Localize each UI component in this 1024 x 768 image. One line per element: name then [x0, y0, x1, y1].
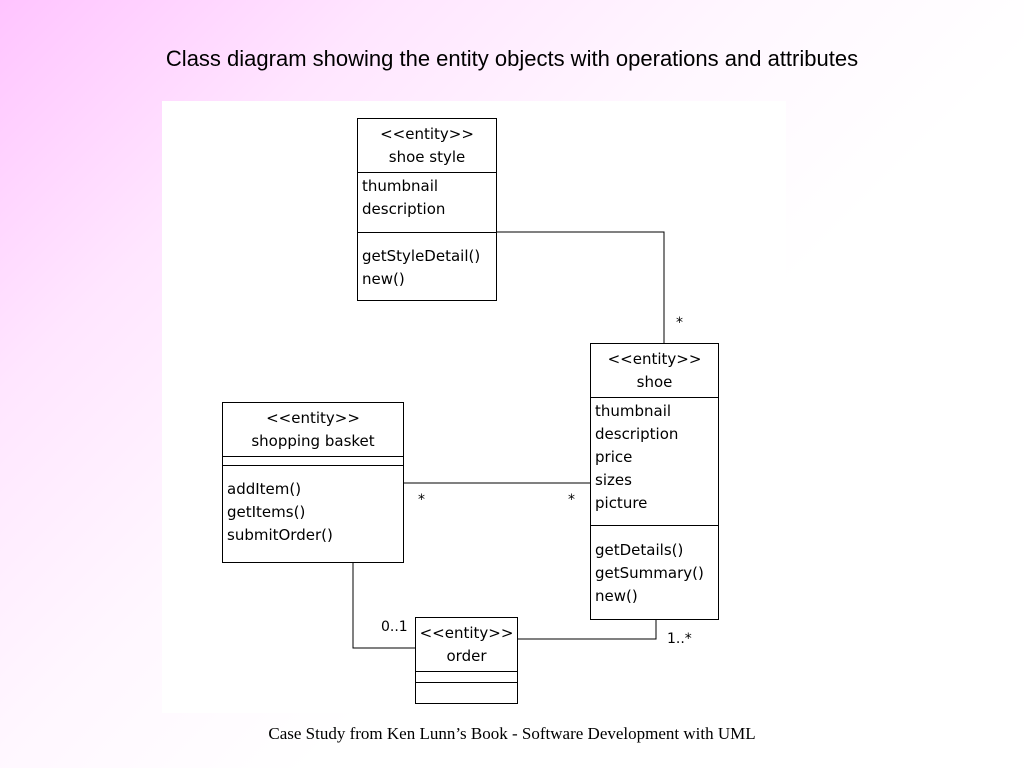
association-order-shoe	[517, 620, 657, 640]
stereotype-label: <<entity>>	[266, 409, 360, 427]
operation-section: getDetails() getSummary() new()	[591, 525, 718, 608]
slide-footer: Case Study from Ken Lunn’s Book - Softwa…	[268, 724, 756, 743]
multiplicity-basket-end: *	[418, 492, 425, 508]
attribute-section: thumbnail description price sizes pictur…	[591, 397, 718, 525]
association-basket-order	[352, 563, 415, 649]
class-name: shoe style	[388, 148, 466, 166]
class-header: <<entity>> order	[416, 618, 517, 671]
class-shopping-basket[interactable]: <<entity>> shopping basket addItem() get…	[222, 402, 404, 563]
stereotype-label: <<entity>>	[607, 350, 702, 368]
attribute-section	[223, 456, 403, 465]
operation: getStyleDetail()	[362, 247, 481, 265]
attribute: picture	[595, 494, 648, 512]
class-name: shopping basket	[251, 432, 375, 450]
operation: new()	[595, 587, 638, 605]
stereotype-label: <<entity>>	[419, 624, 514, 642]
class-header: <<entity>> shopping basket	[223, 403, 403, 456]
association-lines	[352, 231, 665, 649]
attribute-section: thumbnail description	[358, 172, 496, 232]
operation-section: getStyleDetail() new()	[358, 232, 496, 291]
attribute-section	[416, 671, 517, 682]
multiplicity-order-basket-end: 0..1	[381, 619, 408, 635]
class-shoe[interactable]: <<entity>> shoe thumbnail description pr…	[590, 343, 719, 620]
stereotype-label: <<entity>>	[380, 125, 474, 143]
operation-section: addItem() getItems() submitOrder()	[223, 465, 403, 547]
class-name: shoe	[636, 373, 673, 391]
operation: addItem()	[227, 480, 302, 498]
operation: getDetails()	[595, 541, 684, 559]
attribute: sizes	[595, 471, 632, 489]
operation: new()	[362, 270, 405, 288]
diagram-panel: <<entity>> shoe style thumbnail descript…	[162, 101, 786, 713]
class-header: <<entity>> shoe style	[358, 119, 496, 172]
slide-title: Class diagram showing the entity objects…	[165, 46, 859, 71]
class-order[interactable]: <<entity>> order	[415, 617, 518, 704]
multiplicity-style-shoe: *	[676, 315, 683, 331]
operation: submitOrder()	[227, 526, 333, 544]
multiplicity-shoe-end: *	[568, 492, 575, 508]
operation: getSummary()	[595, 564, 704, 582]
attribute: thumbnail	[595, 402, 672, 420]
attribute: thumbnail	[362, 177, 439, 195]
attribute: description	[595, 425, 679, 443]
operation-section	[416, 682, 517, 697]
class-name: order	[446, 647, 487, 665]
multiplicity-order-shoe-end: 1..*	[667, 631, 692, 647]
operation: getItems()	[227, 503, 306, 521]
attribute: description	[362, 200, 446, 218]
class-shoe-style[interactable]: <<entity>> shoe style thumbnail descript…	[357, 118, 497, 301]
association-style-shoe	[496, 231, 665, 344]
class-header: <<entity>> shoe	[591, 344, 718, 397]
attribute: price	[595, 448, 633, 466]
